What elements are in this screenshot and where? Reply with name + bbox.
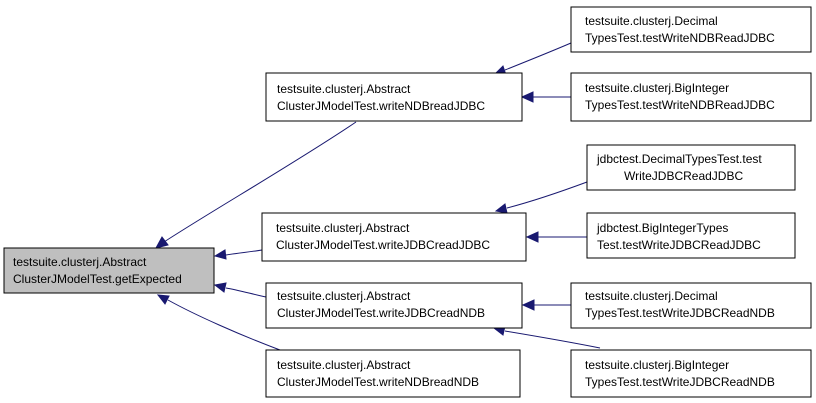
node-label-line2: TypesTest.testWriteJDBCReadNDB	[585, 375, 775, 389]
node-bigIntWriteJDBCReadNDB[interactable]: testsuite.clusterj.BigInteger TypesTest.…	[570, 349, 812, 398]
node-writeNDBreadJDBC[interactable]: testsuite.clusterj.Abstract ClusterJMode…	[265, 72, 523, 122]
edge-jdbcDecimal-to-writeJDBCreadJDBC	[494, 181, 588, 214]
node-label-line1: testsuite.clusterj.Decimal	[585, 289, 718, 303]
node-label-line2: TypesTest.testWriteNDBReadJDBC	[585, 31, 775, 45]
node-label-line2: ClusterJModelTest.writeNDBreadJDBC	[277, 99, 485, 113]
edge-bigIntWriteNDBReadJDBC-to-writeNDBreadJDBC	[520, 91, 571, 103]
node-label-line2: ClusterJModelTest.writeJDBCreadNDB	[277, 306, 485, 320]
node-writeJDBCreadJDBC[interactable]: testsuite.clusterj.Abstract ClusterJMode…	[261, 212, 527, 262]
node-label-line2: ClusterJModelTest.writeNDBreadNDB	[277, 375, 479, 389]
node-label-line2: TypesTest.testWriteJDBCReadNDB	[585, 306, 775, 320]
node-label-line2: WriteJDBCReadJDBC	[624, 169, 743, 183]
node-label-line2: Test.testWriteJDBCReadJDBC	[597, 238, 761, 252]
node-label-line1: testsuite.clusterj.BigInteger	[585, 358, 729, 372]
node-label-line2: TypesTest.testWriteNDBReadJDBC	[585, 98, 775, 112]
node-decimalWriteJDBCReadNDB[interactable]: testsuite.clusterj.Decimal TypesTest.tes…	[570, 282, 812, 329]
node-label-line1: jdbctest.DecimalTypesTest.test	[596, 152, 762, 166]
node-jdbcDecimalWriteJDBCReadJDBC[interactable]: jdbctest.DecimalTypesTest.test WriteJDBC…	[586, 144, 796, 191]
node-root-getExpected[interactable]: testsuite.clusterj.Abstract ClusterJMode…	[3, 247, 215, 294]
edge-writeNDBreadJDBC-to-root	[155, 121, 357, 249]
edge-writeJDBCreadNDB-to-root	[213, 282, 267, 298]
node-label-line1: jdbctest.BigIntegerTypes	[596, 221, 728, 235]
node-label-line1: testsuite.clusterj.BigInteger	[585, 81, 729, 95]
node-jdbcBigIntWriteJDBCReadJDBC[interactable]: jdbctest.BigIntegerTypes Test.testWriteJ…	[586, 212, 796, 259]
node-writeNDBreadNDB[interactable]: testsuite.clusterj.Abstract ClusterJMode…	[265, 349, 521, 398]
node-writeJDBCreadNDB[interactable]: testsuite.clusterj.Abstract ClusterJMode…	[265, 282, 523, 329]
edge-bigIntWriteJDBCReadNDB-to-writeJDBCreadNDB	[492, 325, 601, 349]
node-decimalWriteNDBReadJDBC[interactable]: testsuite.clusterj.Decimal TypesTest.tes…	[570, 6, 812, 53]
edge-jdbcBigInt-to-writeJDBCreadJDBC	[525, 231, 587, 243]
node-bigIntWriteNDBReadJDBC[interactable]: testsuite.clusterj.BigInteger TypesTest.…	[570, 72, 812, 122]
node-label-line1: testsuite.clusterj.Abstract	[13, 255, 147, 269]
node-label-line1: testsuite.clusterj.Abstract	[277, 289, 411, 303]
node-label-line2: ClusterJModelTest.getExpected	[13, 272, 182, 286]
edge-decimalWriteJDBCReadNDB-to-writeJDBCreadNDB	[521, 299, 571, 311]
node-label-line1: testsuite.clusterj.Abstract	[277, 82, 411, 96]
node-label-line2: ClusterJModelTest.writeJDBCreadJDBC	[276, 238, 490, 252]
node-label-line1: testsuite.clusterj.Abstract	[276, 221, 410, 235]
node-label-line1: testsuite.clusterj.Decimal	[585, 14, 718, 28]
edge-decimalWriteNDBReadJDBC-to-writeNDBreadJDBC	[493, 42, 572, 76]
edge-writeNDBreadNDB-to-root	[156, 294, 281, 351]
node-label-line1: testsuite.clusterj.Abstract	[277, 358, 411, 372]
edge-writeJDBCreadJDBC-to-root	[213, 249, 263, 260]
